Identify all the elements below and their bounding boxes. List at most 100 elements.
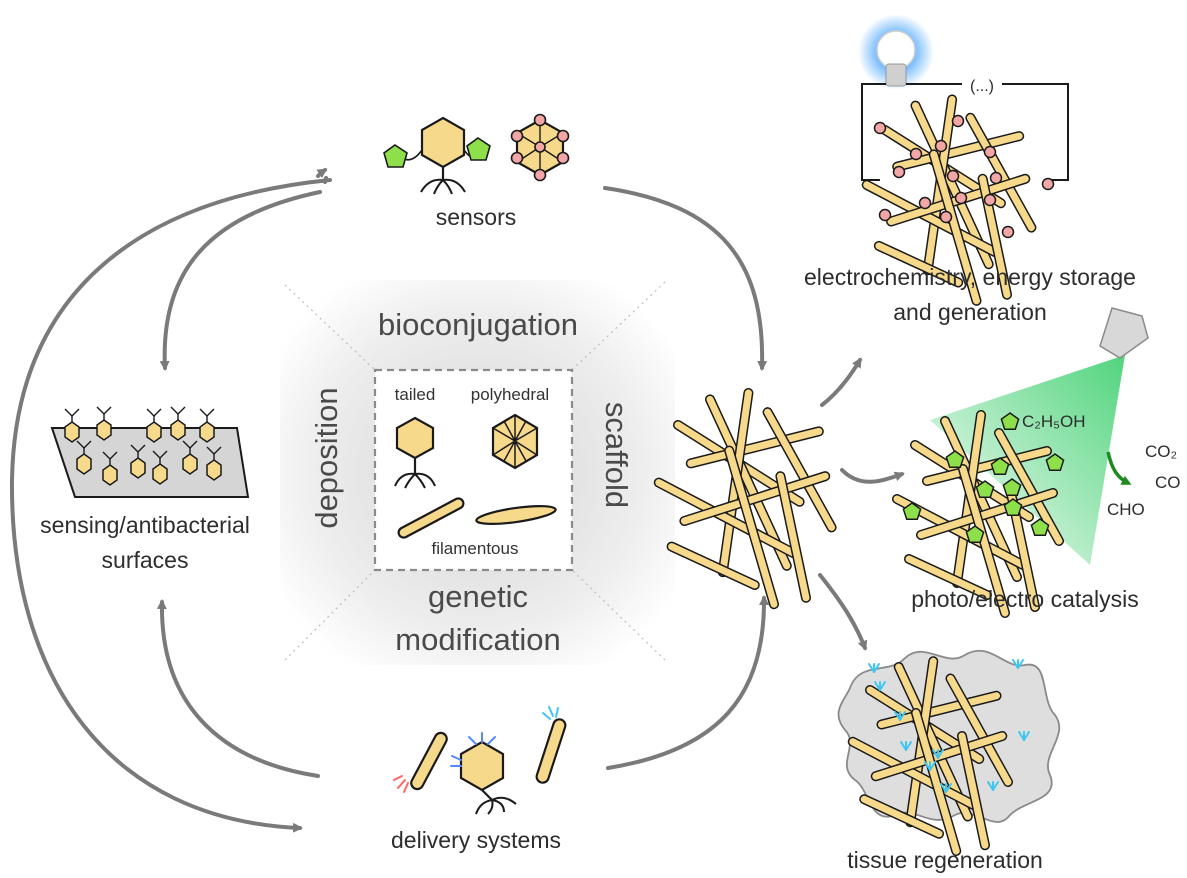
rod-fill — [764, 408, 836, 531]
label-surfaces-2: surfaces — [102, 547, 189, 573]
rod-fill — [995, 429, 1063, 545]
antibody-phage — [96, 406, 112, 441]
antibody-phage — [130, 444, 146, 479]
rod-fill — [725, 447, 778, 608]
ligand-pentagon-icon — [1045, 453, 1065, 472]
label-ethanol: C₂H₅OH — [1022, 412, 1086, 431]
dot — [954, 191, 968, 205]
cell-marker — [929, 761, 936, 771]
antibody-phage — [102, 451, 118, 486]
filament-icon — [397, 497, 465, 539]
cell-marker — [873, 663, 880, 673]
antibody-phage — [152, 450, 168, 485]
ligand-pentagon-icon — [1003, 498, 1023, 517]
antibody-phages — [64, 406, 222, 486]
lightbulb-icon — [876, 30, 916, 87]
sensor-polyhedral-phage-icon — [510, 113, 570, 182]
sensor-tailed-phage-icon — [401, 116, 481, 195]
ligand-pentagon-icon — [1030, 518, 1050, 537]
ligand-pentagon-icon — [965, 525, 985, 544]
rod-fill — [917, 489, 1057, 539]
dot — [873, 121, 887, 135]
cell-marker — [945, 783, 952, 793]
dot — [946, 169, 960, 183]
label-bioconjugation: bioconjugation — [378, 307, 578, 342]
ligand-pentagon-icon — [1000, 412, 1020, 431]
delivery-phages — [410, 718, 567, 815]
label-sensors: sensors — [436, 204, 517, 230]
label-filamentous: filamentous — [432, 539, 519, 558]
dot — [918, 196, 932, 210]
rod-fill — [958, 732, 989, 849]
dot — [934, 139, 948, 153]
electrode-scaffold — [861, 94, 1055, 306]
label-cho: CHO — [1107, 500, 1145, 519]
rod-fill — [923, 447, 1051, 485]
ligand-pentagon-icon-2 — [466, 137, 491, 161]
tissue-scaffold — [847, 656, 1030, 856]
rod-fill — [947, 675, 1012, 786]
ligand-pentagon-icon — [990, 457, 1010, 476]
label-surfaces-1: sensing/antibacterial — [40, 512, 250, 538]
dot — [909, 147, 923, 161]
catalysis-scaffold — [892, 410, 1065, 618]
antibody-phage — [146, 408, 162, 443]
ligand-pentagon-icon — [975, 480, 995, 499]
green-arrow — [1106, 451, 1132, 485]
arrows — [9, 168, 905, 833]
label-modification: modification — [395, 622, 560, 657]
label-electro-1: electrochemistry, energy storage — [804, 264, 1136, 290]
ligand-pentagon-icon — [1002, 478, 1022, 497]
label-co2: CO₂ — [1145, 442, 1177, 461]
lamp-icon — [1099, 307, 1149, 359]
cell-marker — [905, 741, 912, 751]
delivery-markers — [393, 706, 559, 793]
rod-fill — [912, 709, 960, 855]
label-circuit: (...) — [970, 78, 994, 95]
cell-marker — [937, 749, 944, 759]
antibody-phage — [199, 408, 215, 443]
dot — [892, 165, 906, 179]
dot — [939, 210, 953, 224]
antibody-phage — [182, 440, 198, 475]
ligand-pentagon-icon — [945, 450, 965, 469]
rod-fill — [863, 181, 999, 256]
label-genetic: genetic — [428, 579, 528, 614]
rod-fill — [893, 132, 1023, 171]
label-polyhedral: polyhedral — [471, 385, 549, 404]
cell-marker — [1023, 731, 1030, 741]
cell-marker — [1017, 659, 1024, 669]
dot — [951, 114, 965, 128]
rod-fill — [668, 543, 759, 589]
rod-fill — [860, 795, 943, 838]
antibody-phage — [170, 406, 186, 441]
rod-fill — [776, 472, 810, 602]
label-tissue: tissue regeneration — [847, 847, 1043, 873]
label-tailed: tailed — [395, 385, 436, 404]
antibody-phage — [64, 408, 80, 443]
label-electro-2: and generation — [893, 299, 1046, 325]
label-catalysis: photo/electro catalysis — [911, 586, 1139, 612]
scaffold-mesh — [653, 388, 837, 610]
tailed-phage-icon — [394, 416, 436, 489]
ligand-pentagon-icon — [383, 144, 408, 168]
label-co: CO — [1155, 473, 1181, 492]
label-deposition: deposition — [309, 387, 344, 528]
antibody-phage — [76, 440, 92, 475]
rod-fill — [966, 114, 1035, 232]
dot — [1041, 177, 1055, 191]
rod-fill — [905, 555, 991, 599]
rod-fill — [655, 479, 797, 557]
rod-fill — [680, 472, 829, 525]
cell-marker — [879, 681, 886, 691]
dot — [983, 145, 997, 159]
rod-fill — [687, 427, 823, 467]
filament-ellipse-icon — [475, 505, 557, 525]
dot — [1001, 225, 1015, 239]
center-rays — [284, 281, 666, 661]
cell-marker — [899, 711, 906, 721]
circuit-wire — [861, 83, 1069, 181]
dot — [983, 193, 997, 207]
rod-fill — [849, 738, 977, 809]
